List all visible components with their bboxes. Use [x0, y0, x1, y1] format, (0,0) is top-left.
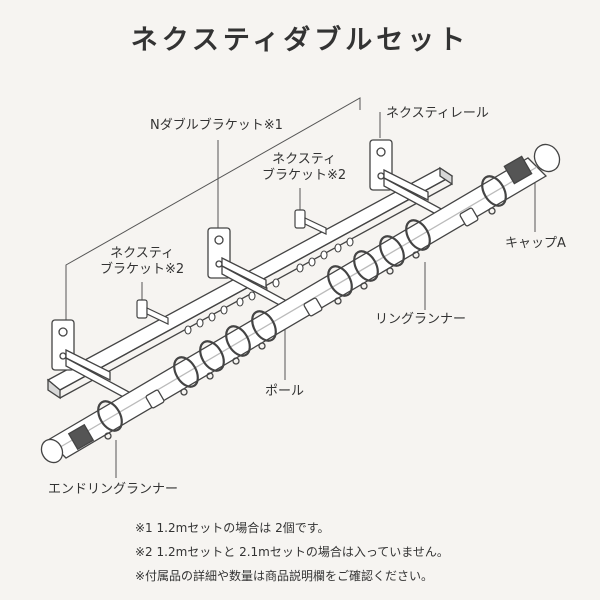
label-nexty-bracket-right-line1: ネクスティ — [272, 152, 336, 167]
ring-hooks — [104, 207, 496, 440]
note-1: ※1 1.2mセットの場合は 2個です。 — [135, 521, 330, 535]
notes: ※1 1.2mセットの場合は 2個です。 ※2 1.2mセットと 2.1mセット… — [135, 516, 449, 588]
label-n-double-bracket: Nダブルブラケット※1 — [150, 118, 283, 133]
pole-supports — [145, 207, 479, 409]
ring-runners — [97, 175, 507, 432]
label-ring-runner: リングランナー — [375, 312, 467, 327]
label-nexty-rail: ネクスティレール — [386, 106, 489, 121]
double-bracket-middle — [207, 227, 297, 316]
label-nexty-bracket-left-line2: ブラケット※2 — [100, 262, 185, 278]
label-cap-a: キャップA — [505, 236, 566, 251]
note-3: ※付属品の詳細や数量は商品説明欄をご確認ください。 — [135, 569, 434, 583]
label-nexty-bracket-right: ネクスティ ブラケット※2 — [262, 152, 346, 185]
pole — [40, 143, 561, 464]
label-nexty-bracket-left: ネクスティ ブラケット※2 — [100, 246, 184, 279]
page-title: ネクスティダブルセット — [130, 25, 470, 56]
double-bracket-left — [51, 319, 141, 408]
label-end-ring-runner: エンドリングランナー — [48, 482, 179, 497]
rail-runners — [184, 237, 354, 335]
nexty-bracket-small — [136, 209, 327, 325]
label-nexty-bracket-left-line1: ネクスティ — [110, 246, 174, 261]
label-nexty-bracket-right-line2: ブラケット※2 — [262, 168, 347, 184]
label-pole: ポール — [265, 384, 305, 399]
note-2: ※2 1.2mセットと 2.1mセットの場合は入っていません。 — [135, 545, 449, 559]
